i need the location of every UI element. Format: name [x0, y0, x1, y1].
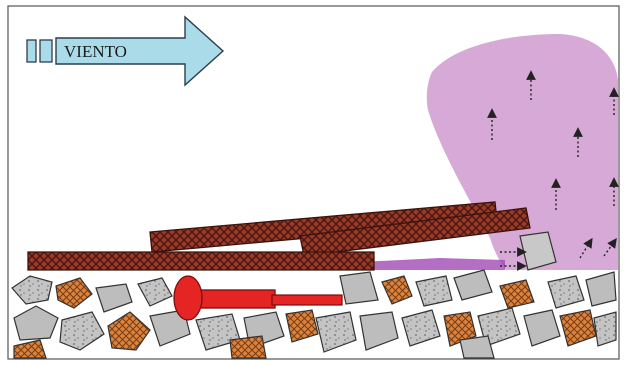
wind-label: VIENTO — [64, 42, 127, 61]
timber-plank-lower — [28, 252, 374, 270]
